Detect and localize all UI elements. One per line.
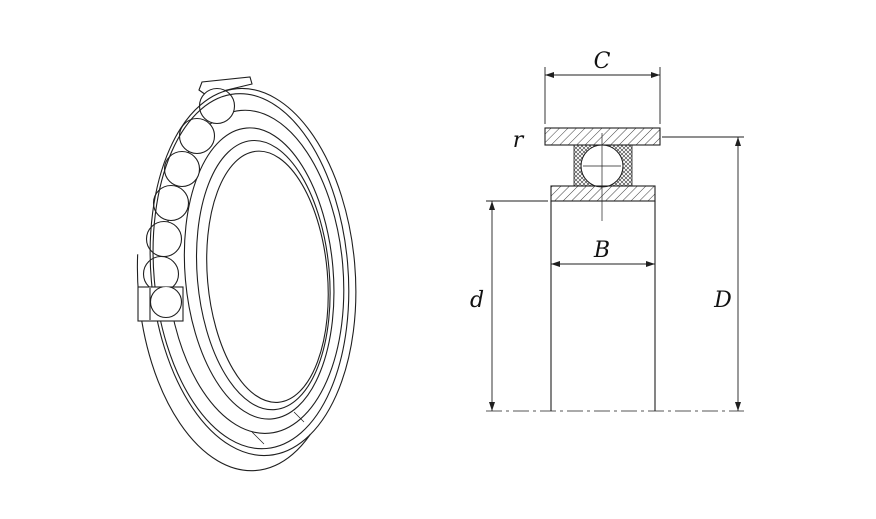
bearing-cross-section-view: C r B d xyxy=(470,49,744,412)
outer-ring-front-face xyxy=(149,87,357,457)
arrowhead xyxy=(735,137,741,146)
bore-back-edge xyxy=(206,150,329,403)
arrowhead xyxy=(545,72,554,78)
dimension-label-d: d xyxy=(470,288,484,313)
bottom-edge-details xyxy=(251,411,305,445)
bore-front-edge xyxy=(195,139,331,411)
bearing-isometric-view xyxy=(136,76,357,472)
dimension-label-D: D xyxy=(713,288,732,313)
arrowhead xyxy=(735,402,741,411)
outer-ring-section xyxy=(544,127,661,146)
dimension-label-B: B xyxy=(593,238,610,263)
inner-ring-ellipses xyxy=(165,109,345,434)
dimension-label-r: r xyxy=(513,128,525,153)
arrowhead xyxy=(651,72,660,78)
arrowhead xyxy=(646,261,655,267)
bearing-ball xyxy=(142,255,180,293)
arrowhead xyxy=(489,201,495,210)
dimension-C: C xyxy=(544,49,661,124)
dimension-B: B xyxy=(551,238,655,267)
cage-segment xyxy=(137,286,184,322)
arrowhead xyxy=(489,402,495,411)
bearing-ball xyxy=(145,220,183,258)
inner-ring-section xyxy=(550,185,656,202)
dimension-D: D xyxy=(662,136,744,411)
arrowhead xyxy=(551,261,560,267)
bearing-ball xyxy=(163,150,201,188)
edge-detail-line xyxy=(293,411,305,423)
ball-section xyxy=(580,133,624,221)
front-face-inner-edge xyxy=(152,93,350,450)
front-face-outer-edge xyxy=(149,87,357,457)
dimension-d: d xyxy=(470,200,548,411)
cage-window-ball xyxy=(149,287,183,319)
ball-set xyxy=(142,87,236,293)
dimension-label-C: C xyxy=(594,49,611,74)
inner-ring-face-edge xyxy=(183,127,335,420)
edge-detail-line xyxy=(251,431,265,445)
bearing-ball xyxy=(178,117,216,155)
